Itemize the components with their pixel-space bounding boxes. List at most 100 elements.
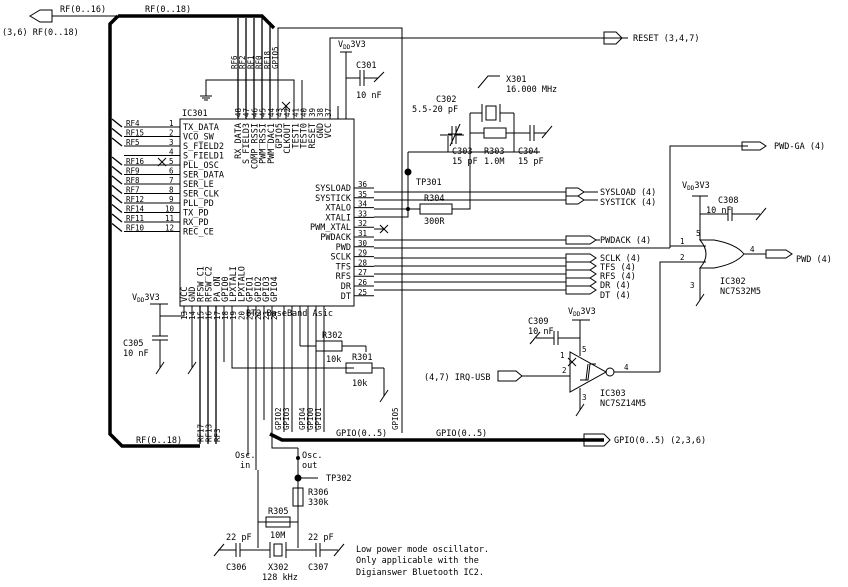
rf-bus-label: RF(0..18) (145, 5, 191, 15)
ic302: PWD (4) IC302 NC7S32M5 1 2 4 5 3 VDD3V3 … (669, 141, 832, 307)
pwd-ga-connector[interactable] (741, 141, 767, 151)
gpio-entry-1: GPIO3 (282, 407, 291, 430)
pwd-ga-label: PWD-GA (4) (774, 142, 825, 152)
ic301-left-pin-name: RX_PD (183, 218, 209, 228)
gpio-entry-0: GPIO2 (274, 407, 283, 430)
ic301-left-pin-net: RF10 (126, 224, 145, 233)
rf-bus-entry (111, 175, 123, 185)
gpio-out-connector[interactable] (583, 433, 611, 447)
ic301-right-pin-name: XTALI (325, 213, 351, 223)
ic301-top-pin-num: 41 (291, 108, 300, 117)
rf-bus-entry (111, 127, 123, 138)
ic301-top-pin-name: PWM_DAC1 (267, 123, 277, 164)
sysload-connector[interactable] (565, 187, 585, 197)
svg-text:VDD3V3: VDD3V3 (338, 40, 366, 51)
gpio-entry-2: GPIO4 (298, 407, 307, 430)
tp301 (404, 168, 412, 176)
pwdack-connector[interactable] (565, 235, 597, 245)
note-line2: Only applicable with the (356, 556, 479, 566)
left-wiring: VDD3V3 C305 10 nF (123, 157, 197, 375)
r306 (292, 487, 304, 507)
osc-out-line2: out (302, 461, 317, 471)
ic301-left-pin-name: REC_CE (183, 228, 214, 238)
ic301-left-pin-num: 2 (169, 129, 174, 138)
x302-value: 128 kHz (262, 573, 298, 583)
dt-connector[interactable] (565, 285, 597, 295)
ic303-ref: IC303 (600, 389, 626, 399)
svg-text:4: 4 (750, 245, 755, 254)
svg-text:5: 5 (582, 345, 587, 354)
ic301-bottom-pin-net: RF17 (196, 424, 205, 442)
ic301-right-pin-name: SYSLOAD (315, 184, 351, 194)
sclk-connector[interactable] (565, 253, 597, 263)
svg-text:1: 1 (560, 351, 565, 360)
r303-ref: R303 (484, 147, 504, 157)
ic301-right-pin-name: PWM_XTAL (310, 223, 351, 233)
irq-usb-label: (4,7) IRQ-USB (424, 373, 491, 383)
ic301-top-pin-net: RF18 (263, 50, 272, 69)
ic301-left-pin-net: RF16 (126, 157, 145, 166)
ic301-top-pin-num: 37 (324, 108, 333, 117)
reset-connector[interactable] (603, 31, 623, 45)
ic301-left-pin-net: RF4 (126, 119, 140, 128)
systick-connector[interactable] (565, 195, 585, 205)
x302 (273, 543, 283, 557)
c301-ref: C301 (356, 61, 376, 71)
r304-value: 300R (424, 217, 445, 227)
ic301-top-pin-name: S_FIELD3 (242, 123, 252, 164)
ic301-top-pin-name: GPIO5 (275, 123, 285, 149)
ic301-bottom-pin-name: GPIO2 (254, 276, 264, 302)
ic301-top-pin-name: VCC (324, 123, 334, 138)
ic301-top-pin-num: 44 (267, 107, 276, 117)
x301-ref: X301 (506, 75, 526, 85)
c304-value: 15 pF (518, 157, 544, 167)
c309-value: 10 nF (528, 327, 554, 337)
svg-text:2: 2 (562, 366, 567, 375)
ic301-right-pin-name: SCLK (331, 253, 352, 263)
ic301-left-pin-net: RF9 (126, 167, 140, 176)
ic301-right-pin-num: 33 (358, 209, 367, 218)
ic301-right-pin-num: 32 (358, 219, 367, 228)
ic301-left-pin-num: 1 (169, 119, 174, 128)
ic301-bottom-pin-name: GPIO0 (221, 276, 231, 302)
pwd-connector[interactable] (765, 249, 793, 259)
ic301-ref: IC301 (182, 109, 208, 119)
x302-ref: X302 (268, 563, 288, 573)
c303-ref: C303 (452, 147, 472, 157)
ic301-top-pin-num: 47 (242, 108, 251, 117)
dr-connector[interactable] (565, 277, 597, 287)
ic301-right-pin-name: SYSTICK (315, 194, 352, 204)
rf-bus-entry (111, 222, 123, 233)
svg-text:3: 3 (690, 281, 695, 290)
ic301-top-pin-net: RF2 (238, 55, 247, 69)
svg-text:VDD3V3: VDD3V3 (132, 293, 160, 304)
osc-out-line1: Osc. (302, 451, 322, 461)
c309-ref: C309 (528, 317, 548, 327)
ic302-gate (698, 239, 745, 269)
tfs-connector[interactable] (565, 261, 597, 271)
ic301-left-pin-name: S_FIELD2 (183, 142, 224, 152)
ic301-bottom-pin-name: GPIO4 (270, 276, 280, 302)
ic301-top-pin-num: 45 (259, 108, 268, 117)
ic301-top-pin-net: RF0 (255, 55, 264, 69)
sclk-label: SCLK (4) (600, 254, 641, 264)
rfs-connector[interactable] (565, 269, 597, 279)
ic301-bottom-pin-num: 16 (205, 310, 214, 320)
ic301-top-pin-name: TEST1 (291, 123, 301, 149)
r303 (483, 127, 507, 139)
rf-bus-ref-label: (3,6) RF(0..18) (2, 28, 79, 38)
c305-ref: C305 (123, 339, 143, 349)
ic301-left-pin-net: RF5 (126, 138, 140, 147)
ic301-top-pin-num: 43 (275, 108, 284, 117)
bottom-wiring: R302 10k R301 10k GPIO(0..5) (2,3,6) GPI… (199, 306, 706, 583)
ic301-right-pin-name: DR (341, 282, 352, 292)
rf-bus-connector[interactable] (29, 9, 53, 23)
rf-bus-in-label: RF(0..16) (60, 5, 106, 15)
c303-value: 15 pF (452, 157, 478, 167)
ic301-top-pin-net: RF1 (246, 55, 255, 69)
ic301-top-pin-name: COMP_RSSI (250, 123, 260, 169)
irq-usb-connector[interactable] (497, 370, 523, 382)
ic301-bottom-pin-name: RFSW_C2 (205, 266, 215, 302)
c308-ref: C308 (718, 196, 738, 206)
x301-value: 16.000 MHz (506, 85, 557, 95)
